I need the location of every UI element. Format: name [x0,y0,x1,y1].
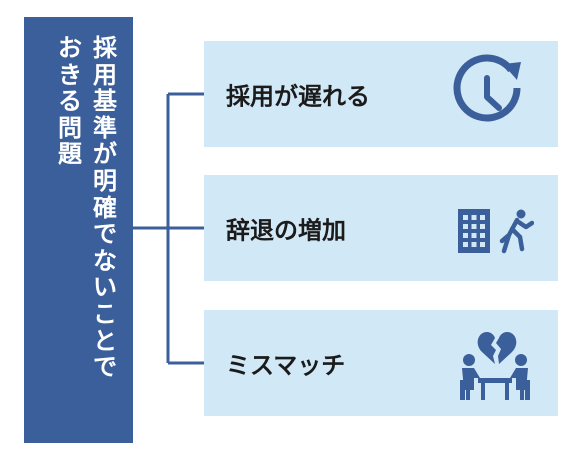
heading-char: い [93,273,117,302]
heading-char: お [58,34,82,62]
heading-char: 準 [93,113,117,142]
problem-card-delay: 採用が遅れる [204,41,558,147]
heading-char: 明 [93,166,117,195]
problem-heading-box: 採用基準が明確でないことで おきる問題 [24,17,133,443]
heading-char: 採 [93,34,117,62]
heading-char: な [93,246,117,275]
heading-char: 問 [58,113,82,142]
heading-char: 用 [93,60,117,89]
clock-icon [453,54,521,122]
heading-char: が [93,140,117,169]
heading-char: る [58,87,82,116]
card-label: 採用が遅れる [226,82,370,111]
heading-column-1: 採用基準が明確でないことで [91,35,119,381]
heading-char: で [93,353,117,382]
heading-char: こ [93,299,117,328]
heading-char: と [93,326,117,355]
heading-char: で [93,220,117,249]
heading-char: 確 [93,193,117,222]
heading-char: 基 [93,87,117,116]
problem-card-declines: 辞退の増加 [204,175,558,281]
heading-char: 題 [58,140,82,169]
heading-char: き [58,60,82,89]
building-running-person-icon [458,209,534,254]
card-label: 辞退の増加 [226,216,346,245]
problem-card-mismatch: ミスマッチ [204,310,558,416]
card-label: ミスマッチ [226,351,346,380]
broken-heart-meeting-icon [460,332,530,400]
heading-column-2: おきる問題 [56,35,84,168]
